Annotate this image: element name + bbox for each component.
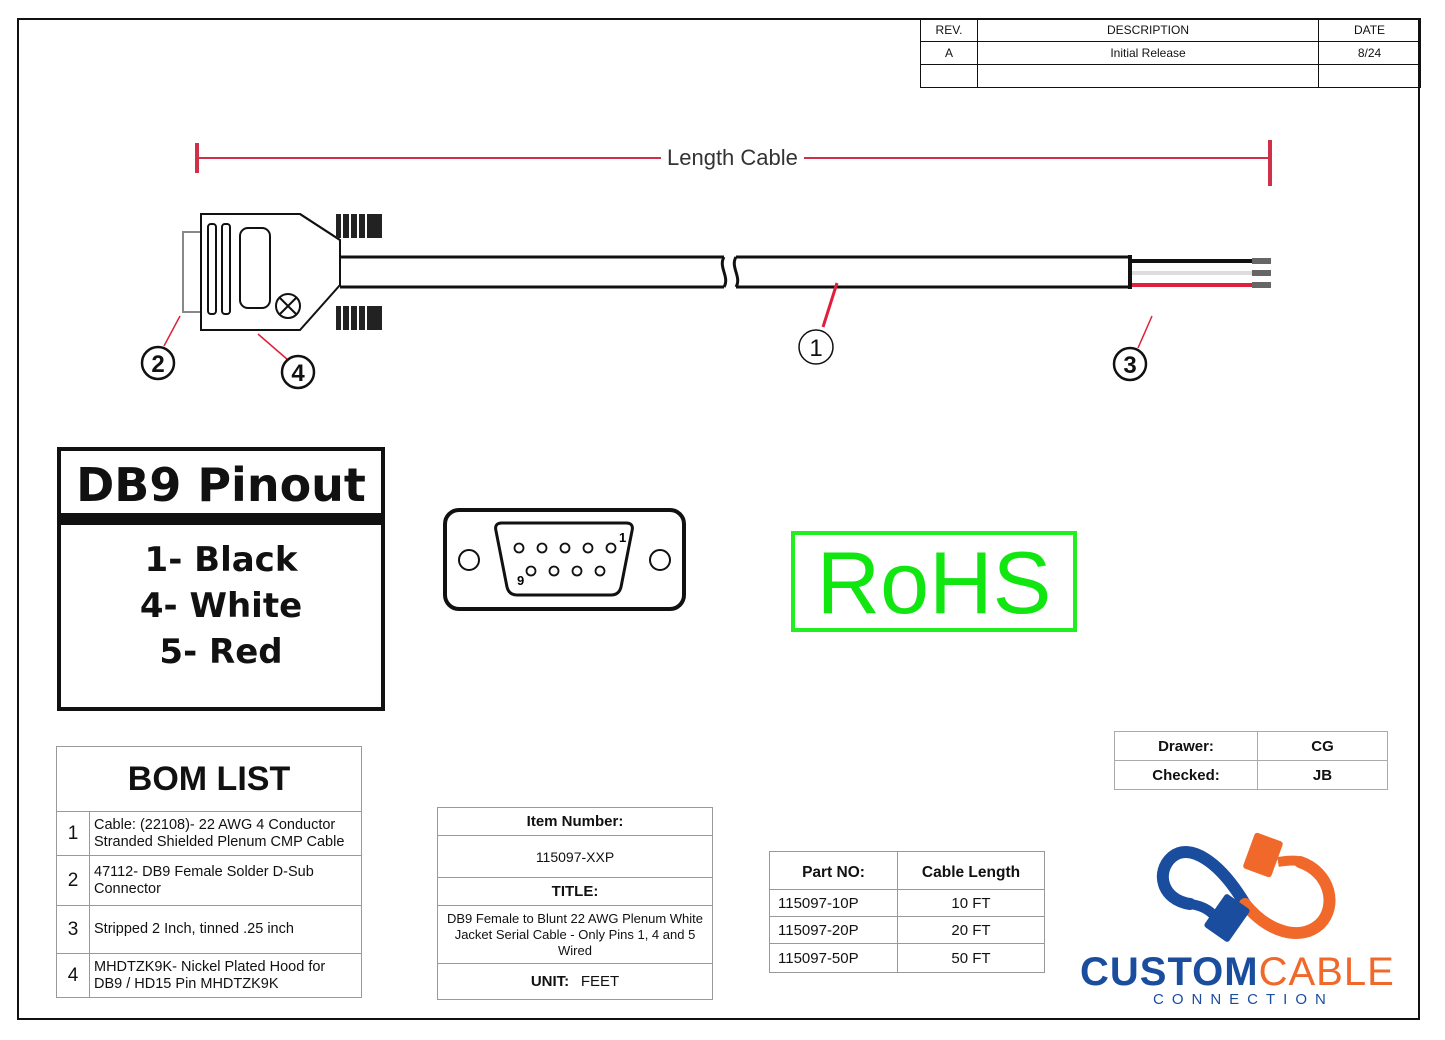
approval-table: Drawer: CG Checked: JB [1114, 731, 1388, 790]
bom-table: BOM LIST 1 Cable: (22108)- 22 AWG 4 Cond… [56, 746, 362, 998]
bom-row: 2 47112- DB9 Female Solder D-Sub Connect… [56, 855, 362, 906]
date-empty [1318, 64, 1421, 88]
cable-length-header: Cable Length [897, 851, 1045, 890]
drawing-frame [17, 18, 1420, 1020]
bom-title: BOM LIST [56, 746, 362, 812]
parts-table: Part NO: Cable Length 115097-10P 10 FT 1… [769, 851, 1045, 973]
bom-num: 4 [56, 953, 90, 998]
part-no: 115097-10P [769, 889, 898, 917]
title-text: DB9 Female to Blunt 22 AWG Plenum White … [437, 905, 713, 964]
db9-connector-hood [182, 213, 341, 331]
callout-3: 3 [1123, 352, 1136, 379]
pinout-line-white: 4- White [139, 586, 303, 626]
title-label: TITLE: [437, 877, 713, 906]
drawer-label: Drawer: [1114, 731, 1258, 761]
item-number-label: Item Number: [437, 807, 713, 836]
bom-text: MHDTZK9K- Nickel Plated Hood for DB9 / H… [89, 953, 362, 998]
custom-cable-logo-icon [1156, 832, 1336, 942]
pinout-line-black: 1- Black [144, 540, 298, 580]
bom-text: 47112- DB9 Female Solder D-Sub Connector [89, 855, 362, 906]
parts-row: 115097-20P 20 FT [769, 916, 1045, 944]
date-header: DATE [1318, 18, 1421, 42]
cable-jacket [340, 255, 1132, 289]
cable-length: 10 FT [897, 889, 1045, 917]
thumb-screw-top [336, 214, 382, 238]
pinout-line-red: 5- Red [159, 632, 283, 672]
callout-1-circle [798, 329, 834, 365]
unit-value: FEET [580, 973, 620, 990]
pinout-box: DB9 Pinout 1- Black 4- White 5- Red [57, 447, 385, 711]
bom-row: 4 MHDTZK9K- Nickel Plated Hood for DB9 /… [56, 953, 362, 998]
length-cable-label: Length Cable [661, 145, 804, 171]
bom-row: 3 Stripped 2 Inch, tinned .25 inch [56, 905, 362, 954]
drawer-value: CG [1257, 731, 1388, 761]
logo-wordmark: CUSTOMCABLE [1080, 950, 1412, 995]
bom-num: 1 [56, 811, 90, 856]
bom-num: 3 [56, 905, 90, 954]
bom-num: 2 [56, 855, 90, 906]
cable-length: 50 FT [897, 943, 1045, 973]
callout-4: 4 [291, 360, 305, 387]
part-no: 115097-20P [769, 916, 898, 944]
bom-row: 1 Cable: (22108)- 22 AWG 4 Conductor Str… [56, 811, 362, 856]
bom-text: Stripped 2 Inch, tinned .25 inch [89, 905, 362, 954]
part-no-header: Part NO: [769, 851, 898, 890]
db9-face-diagram: 1 9 [443, 508, 686, 611]
checked-value: JB [1257, 760, 1388, 790]
pin-1-label: 1 [619, 530, 626, 545]
checked-label: Checked: [1114, 760, 1258, 790]
pinout-title: DB9 Pinout [61, 451, 381, 525]
callout-3-circle [1112, 346, 1148, 382]
callout-1: 1 [809, 335, 822, 362]
logo-word-cable: CABLE [1258, 950, 1395, 994]
part-no: 115097-50P [769, 943, 898, 973]
leader-lines [163, 282, 1153, 361]
callout-4-circle [280, 354, 316, 390]
thumb-screw-bottom [336, 306, 382, 330]
title-block: Item Number: 115097-XXP TITLE: DB9 Femal… [437, 807, 713, 1000]
rohs-badge: RoHS [791, 531, 1077, 632]
cable-length: 20 FT [897, 916, 1045, 944]
date-value: 8/24 [1318, 41, 1421, 65]
callout-2-circle [140, 345, 176, 381]
pin-9-label: 9 [517, 573, 524, 588]
stripped-wires [1132, 258, 1271, 288]
callout-2: 2 [151, 351, 164, 378]
logo-subtitle: CONNECTION [1153, 991, 1334, 1008]
unit-label: UNIT: [530, 973, 570, 990]
bom-text: Cable: (22108)- 22 AWG 4 Conductor Stran… [89, 811, 362, 856]
rev-empty [920, 64, 978, 88]
parts-row: 115097-10P 10 FT [769, 889, 1045, 917]
revision-table: REV. DESCRIPTION DATE A Initial Release … [920, 18, 1421, 88]
cable-drawing: 1 2 3 4 [140, 140, 1272, 390]
item-number: 115097-XXP [437, 835, 713, 878]
logo-word-custom: CUSTOM [1080, 950, 1259, 994]
description-header: DESCRIPTION [977, 18, 1319, 42]
parts-row: 115097-50P 50 FT [769, 943, 1045, 973]
